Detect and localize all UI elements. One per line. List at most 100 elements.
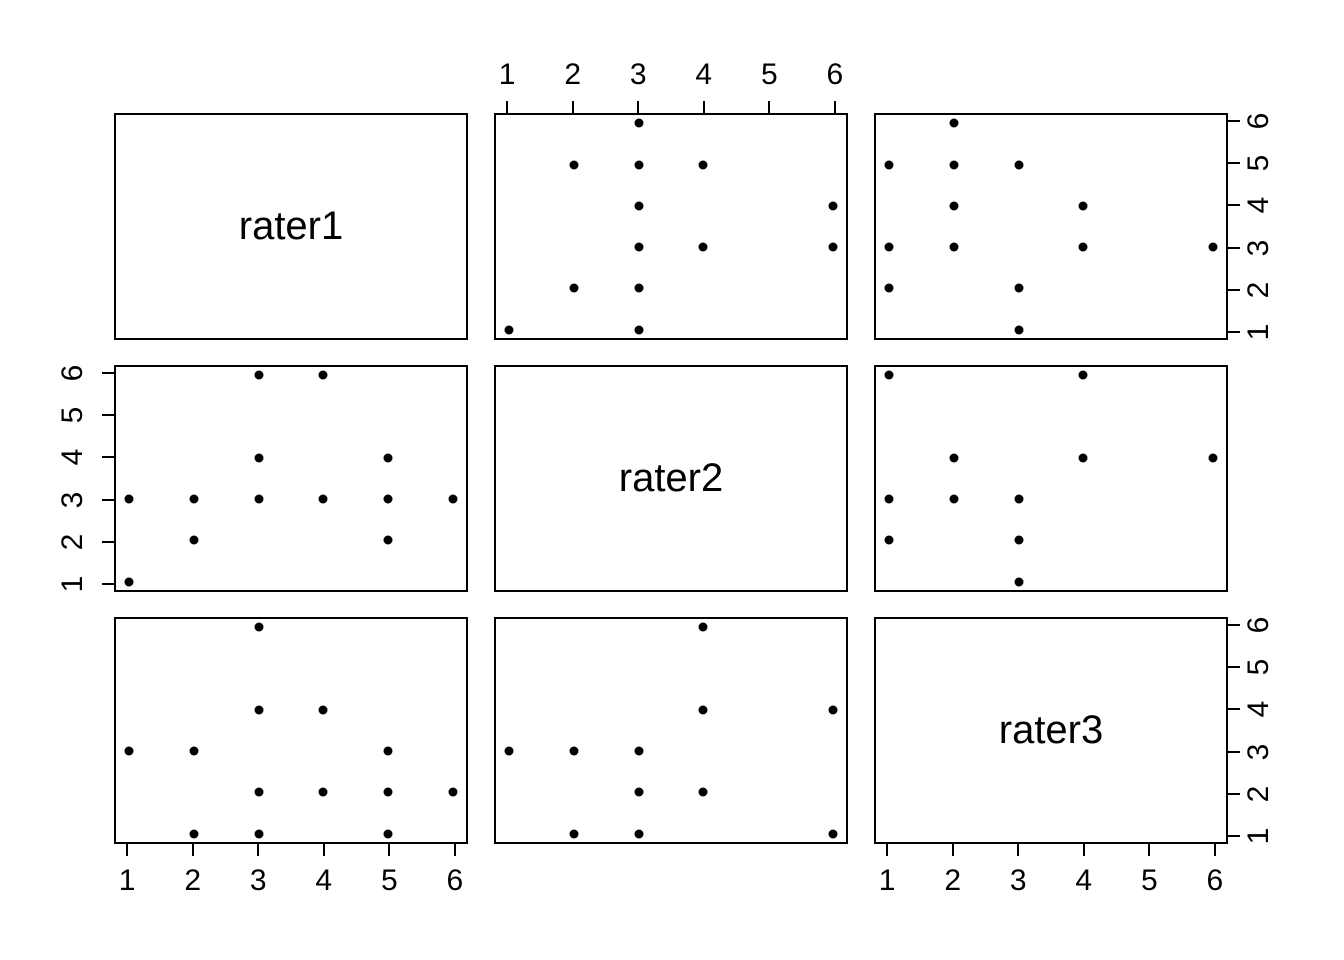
axis-tick-label: 3: [1242, 743, 1275, 760]
axis-tick: [1228, 666, 1240, 669]
data-point: [383, 746, 393, 756]
data-point: [634, 787, 644, 797]
axis-tick: [1228, 708, 1240, 711]
axis-tick: [1228, 288, 1240, 291]
axis-tick: [102, 414, 114, 417]
axis-tick: [102, 372, 114, 375]
axis-tick-label: 2: [184, 864, 201, 897]
scatter-panel-rater1-vs-rater3: [874, 113, 1228, 340]
data-point: [634, 201, 644, 211]
data-point: [383, 453, 393, 463]
axis-tick-label: 5: [56, 407, 89, 424]
axis-tick-label: 1: [878, 864, 896, 897]
axis-tick: [571, 101, 574, 113]
x-axis-bottom-row3-col3: 1 2 3 4 5 6: [874, 844, 1228, 900]
axis-tick: [1148, 844, 1151, 856]
axis-tick: [1228, 162, 1240, 165]
axis-tick-label: 2: [1242, 281, 1275, 298]
axis-tick-label: 6: [56, 365, 89, 382]
data-point: [318, 370, 328, 380]
data-point: [383, 535, 393, 545]
axis-tick: [1228, 204, 1240, 207]
panel-diagonal-rater3: rater3: [874, 617, 1228, 844]
data-point: [884, 535, 894, 545]
data-point: [1014, 535, 1024, 545]
data-point: [884, 283, 894, 293]
data-point: [949, 160, 959, 170]
data-point: [189, 829, 199, 839]
axis-tick: [1228, 330, 1240, 333]
axis-tick: [191, 844, 194, 856]
data-point: [318, 494, 328, 504]
data-point: [383, 787, 393, 797]
data-point: [569, 283, 579, 293]
axis-tick: [322, 844, 325, 856]
axis-tick: [453, 844, 456, 856]
axis-tick: [1017, 844, 1020, 856]
data-point: [569, 746, 579, 756]
scatter-panel-rater3-vs-rater1: [114, 617, 468, 844]
axis-tick: [1228, 750, 1240, 753]
data-point: [634, 746, 644, 756]
axis-tick: [388, 844, 391, 856]
data-point: [318, 787, 328, 797]
variable-label-rater2: rater2: [618, 456, 724, 500]
axis-tick: [1228, 834, 1240, 837]
axis-tick: [702, 101, 705, 113]
axis-tick-label: 5: [1242, 659, 1275, 676]
axis-tick-label: 3: [56, 491, 89, 508]
axis-tick-label: 1: [56, 575, 89, 592]
data-point: [1014, 577, 1024, 587]
axis-tick-label: 3: [1009, 864, 1027, 897]
axis-tick-label: 6: [446, 864, 464, 897]
data-point: [634, 118, 644, 128]
data-point: [124, 494, 134, 504]
data-point: [189, 494, 199, 504]
data-point: [448, 494, 458, 504]
data-point: [634, 325, 644, 335]
axis-tick-label: 2: [944, 864, 961, 897]
data-point: [124, 577, 134, 587]
axis-tick-label: 6: [1206, 864, 1224, 897]
axis-tick-label: 4: [1075, 864, 1093, 897]
axis-tick-label: 4: [56, 449, 89, 466]
axis-tick-label: 6: [1242, 617, 1275, 634]
axis-tick-label: 5: [380, 864, 398, 897]
data-point: [698, 242, 708, 252]
axis-tick-label: 1: [118, 864, 136, 897]
data-point: [1078, 453, 1088, 463]
data-point: [189, 746, 199, 756]
axis-tick-label: 5: [1140, 864, 1158, 897]
axis-tick: [506, 101, 509, 113]
data-point: [1014, 325, 1024, 335]
data-point: [504, 746, 514, 756]
data-point: [884, 160, 894, 170]
data-point: [448, 787, 458, 797]
data-point: [1014, 160, 1024, 170]
data-point: [189, 535, 199, 545]
axis-tick: [102, 582, 114, 585]
data-point: [634, 160, 644, 170]
data-point: [1208, 242, 1218, 252]
data-point: [1014, 283, 1024, 293]
axis-tick: [637, 101, 640, 113]
data-point: [884, 494, 894, 504]
axis-tick-label: 1: [498, 58, 516, 91]
data-point: [1078, 242, 1088, 252]
axis-tick-label: 4: [695, 58, 713, 91]
axis-tick: [126, 844, 129, 856]
data-point: [254, 494, 264, 504]
scatter-panel-rater2-vs-rater1: [114, 365, 468, 592]
data-point: [634, 242, 644, 252]
data-point: [569, 829, 579, 839]
variable-label-rater3: rater3: [998, 708, 1104, 752]
axis-tick-label: 4: [315, 864, 333, 897]
data-point: [634, 829, 644, 839]
axis-tick: [1213, 844, 1216, 856]
data-point: [254, 787, 264, 797]
data-point: [254, 829, 264, 839]
data-point: [698, 787, 708, 797]
axis-tick-label: 4: [1242, 701, 1275, 718]
